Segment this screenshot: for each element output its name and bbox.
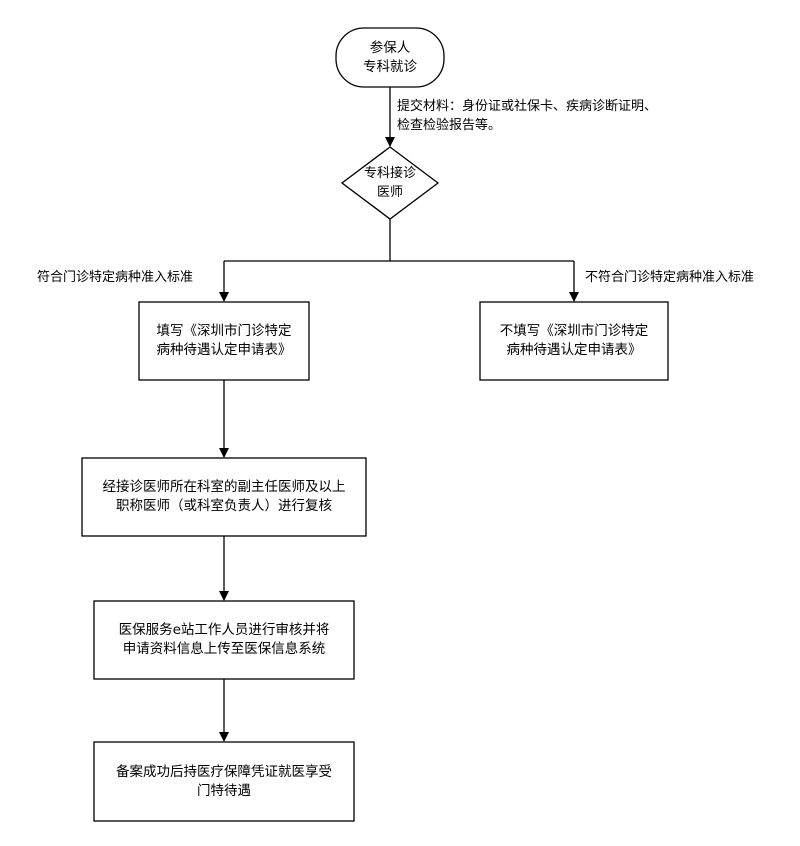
review-line2: 职称医师（或科室负责人）进行复核 (116, 498, 332, 514)
estation-box (93, 600, 355, 680)
submit-materials-note: 提交材料：身份证或社保卡、疾病诊断证明、 检查检验报告等。 (397, 97, 657, 135)
final-line2: 门特待遇 (197, 782, 251, 799)
start-line2: 专科就诊 (363, 58, 417, 75)
no-fill-form-line2: 病种待遇认定申请表》 (506, 342, 642, 358)
branch-yes-label: 符合门诊特定病种准入标准 (37, 270, 194, 285)
fill-form-line1: 填写《深圳市门诊特定 (156, 323, 292, 339)
no-fill-form-line1: 不填写《深圳市门诊特定 (499, 323, 649, 339)
start-line1: 参保人 (369, 39, 411, 56)
submit-note-line2: 检查检验报告等。 (397, 118, 502, 133)
decision-line1: 专科接诊 (363, 166, 416, 181)
final-line1: 备案成功后持医疗保障凭证就医享受 (116, 763, 332, 780)
branch-no-label: 不符合门诊特定病种准入标准 (585, 270, 755, 285)
estation-label: 医保服务e站工作人员进行审核并将 申请资料信息上传至医保信息系统 (94, 601, 354, 679)
start-terminal-label: 参保人 专科就诊 (336, 28, 444, 87)
final-label: 备案成功后持医疗保障凭证就医享受 门特待遇 (94, 742, 354, 821)
no-fill-form-box (479, 301, 669, 381)
review-label: 经接诊医师所在科室的副主任医师及以上 职称医师（或科室负责人）进行复核 (82, 458, 366, 536)
decision-label: 专科接诊 医师 (350, 160, 430, 206)
submit-note-line1: 提交材料：身份证或社保卡、疾病诊断证明、 (397, 99, 658, 114)
decision-line2: 医师 (376, 185, 403, 200)
final-box (93, 741, 355, 822)
fill-form-box (138, 301, 310, 381)
fill-form-line2: 病种待遇认定申请表》 (156, 342, 292, 358)
fill-form-label: 填写《深圳市门诊特定 病种待遇认定申请表》 (139, 302, 309, 380)
estation-line2: 申请资料信息上传至医保信息系统 (122, 641, 326, 657)
estation-line1: 医保服务e站工作人员进行审核并将 (118, 622, 330, 638)
no-fill-form-label: 不填写《深圳市门诊特定 病种待遇认定申请表》 (480, 302, 668, 380)
review-line1: 经接诊医师所在科室的副主任医师及以上 (102, 479, 346, 495)
